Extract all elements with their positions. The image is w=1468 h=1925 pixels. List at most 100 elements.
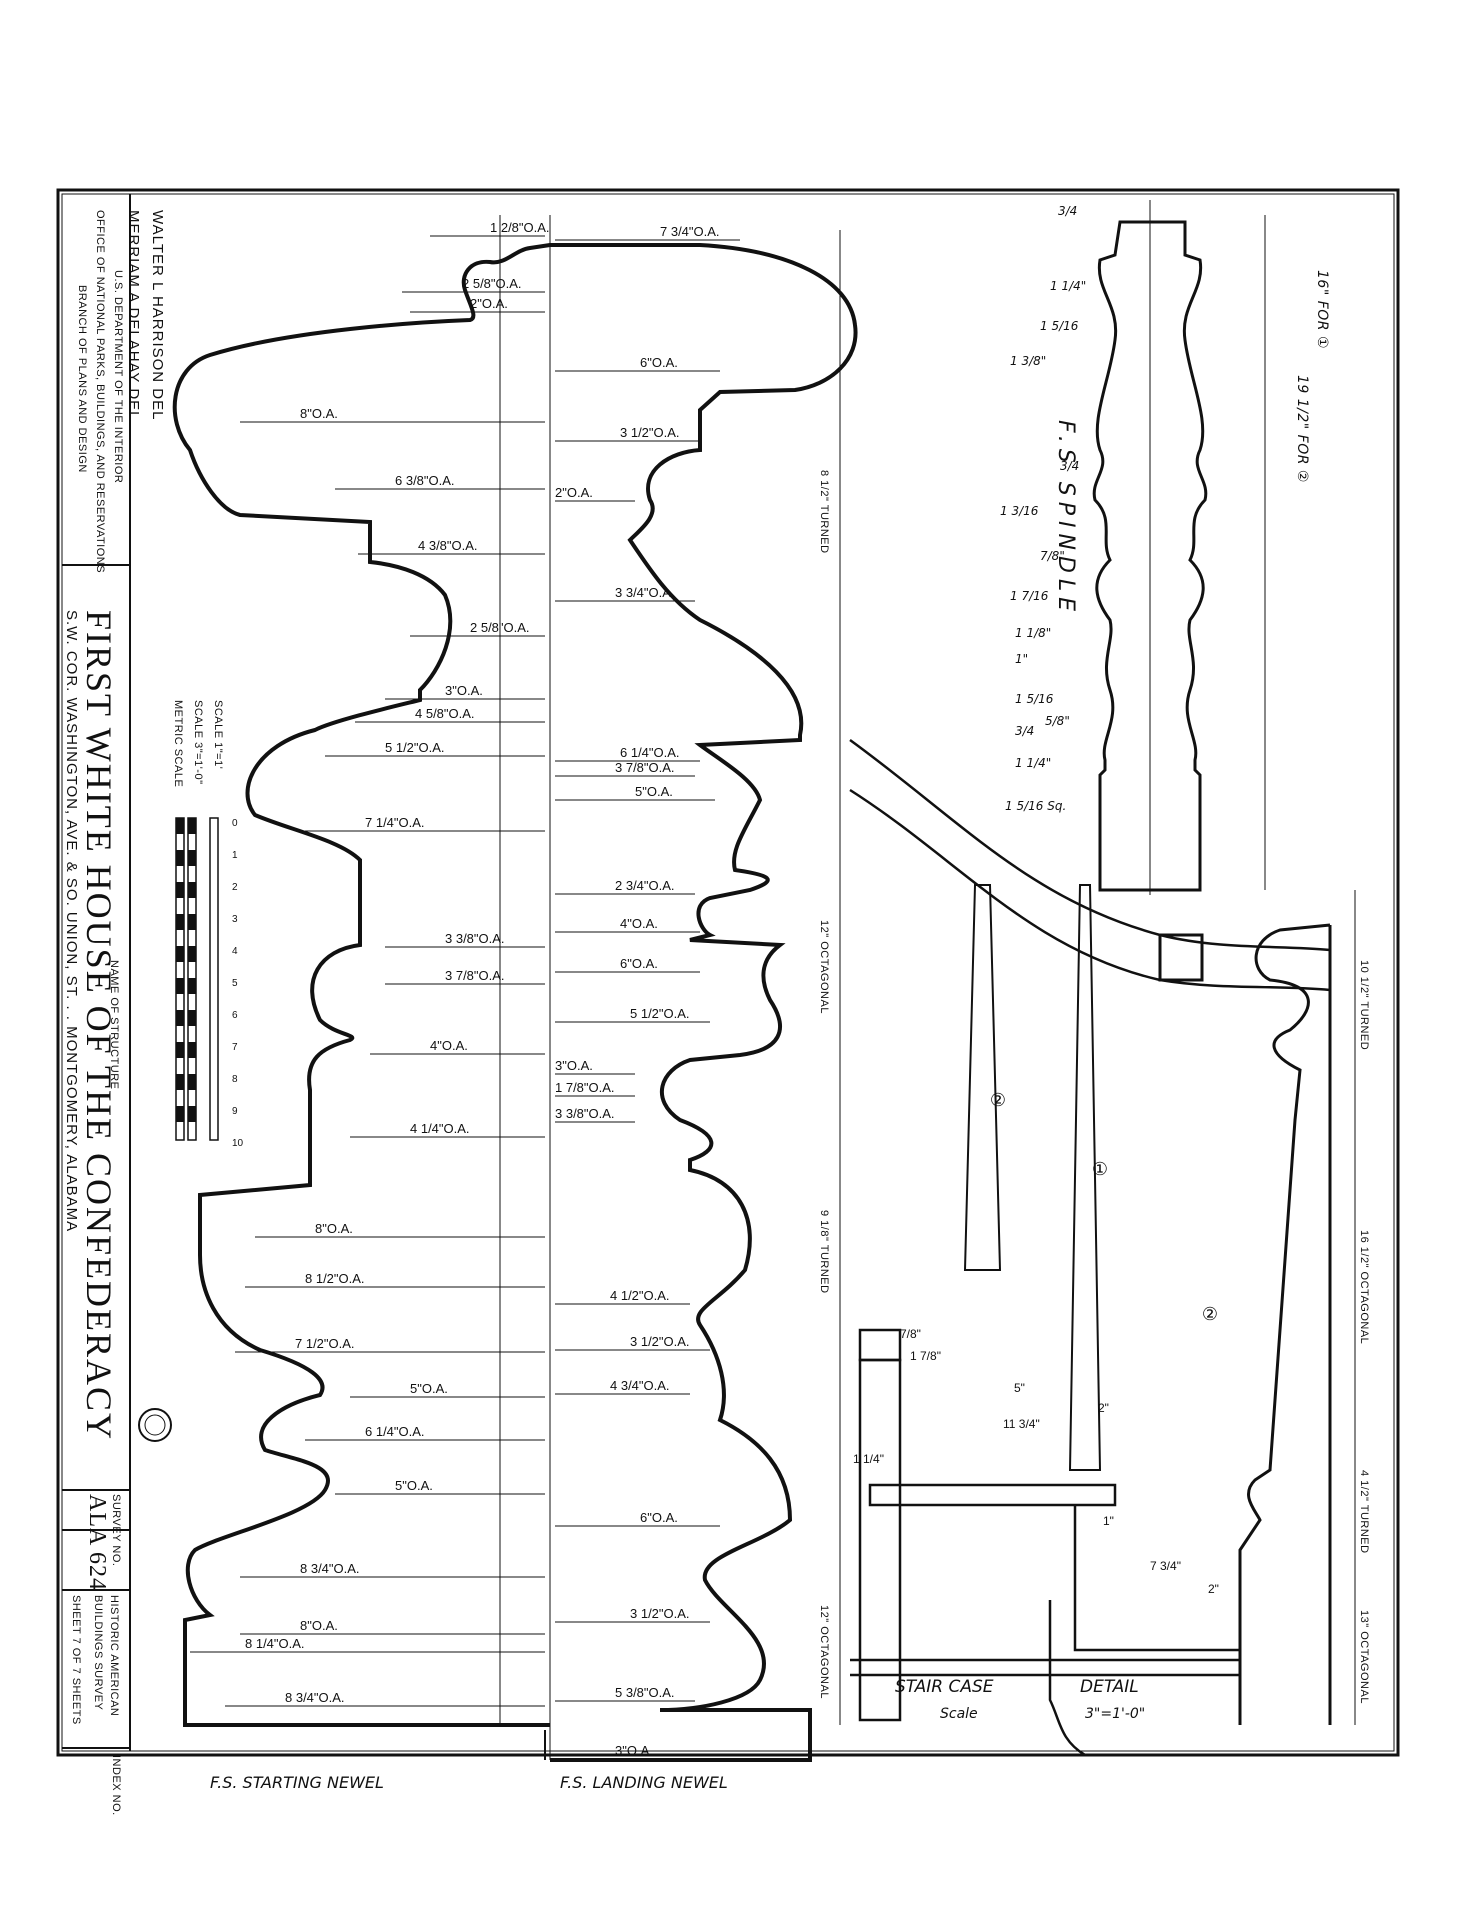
scale-check xyxy=(188,978,196,994)
landing-newel-dim-3: 2"O.A. xyxy=(555,485,593,500)
starting-newel-dim-16: 8 1/2"O.A. xyxy=(305,1271,365,1286)
starting-newel-dim-23: 8 1/4"O.A. xyxy=(245,1636,305,1651)
starting-newel-dim-15: 8"O.A. xyxy=(315,1221,353,1236)
spindle-profile xyxy=(1092,220,1208,892)
scale-check xyxy=(188,1074,196,1090)
landing-newel-dim-4: 3 3/4"O.A. xyxy=(615,585,675,600)
scale-3: METRIC SCALE xyxy=(172,700,184,788)
note-turned-4: 4 1/2" TURNED xyxy=(1358,1470,1370,1554)
landing-newel-dim-17: 4 3/4"O.A. xyxy=(610,1378,670,1393)
agency-line-3: BRANCH OF PLANS AND DESIGN xyxy=(76,285,88,473)
starting-newel-dim-7: 3"O.A. xyxy=(445,683,483,698)
landing-newel-dim-14: 3 3/8"O.A. xyxy=(555,1106,615,1121)
scale-check xyxy=(188,882,196,898)
starting-newel-dim-18: 5"O.A. xyxy=(410,1381,448,1396)
starting-newel-dim-12: 3 7/8"O.A. xyxy=(445,968,505,983)
spindle-dim-7: 1 7/16 xyxy=(1010,589,1049,603)
detail-marker-0: ① xyxy=(1092,1159,1108,1179)
note-octagonal-12a: 12" OCTAGONAL xyxy=(818,920,830,1014)
handrail xyxy=(849,738,1331,992)
balusters xyxy=(963,884,1102,1471)
landing-newel-caption: F.S. LANDING NEWEL xyxy=(560,1773,728,1792)
stair-dim-3: 1" xyxy=(1103,1514,1114,1528)
stair-dim-8: 1 7/8" xyxy=(910,1349,941,1363)
spindle-note-1: 16" FOR ① xyxy=(1314,270,1330,350)
starting-newel-dim-13: 4"O.A. xyxy=(430,1038,468,1053)
detail-marker-2: ② xyxy=(1202,1304,1218,1324)
scale-check xyxy=(176,1074,184,1090)
scale-number-5: 5 xyxy=(232,978,238,989)
scale-check xyxy=(188,1010,196,1026)
scale-check xyxy=(176,914,184,930)
scale-check xyxy=(188,1106,196,1122)
spindle-dim-3: 1 3/8" xyxy=(1010,354,1046,368)
starting-newel-dim-3: 8"O.A. xyxy=(300,406,338,421)
scale-check xyxy=(176,818,184,834)
scale-check xyxy=(188,818,196,834)
scale-number-4: 4 xyxy=(232,946,238,957)
landing-newel-dim-13: 1 7/8"O.A. xyxy=(555,1080,615,1095)
spindle-dim-0: 3/4 xyxy=(1058,204,1077,218)
landing-newel-profile xyxy=(550,243,858,1762)
habs-line-1: HISTORIC AMERICAN xyxy=(108,1595,120,1717)
starting-newel-dim-10: 7 1/4"O.A. xyxy=(365,815,425,830)
spindle-dim-11: 3/4 xyxy=(1015,724,1034,738)
note-octagonal-12b: 12" OCTAGONAL xyxy=(818,1605,830,1699)
structure-name: FIRST WHITE HOUSE OF THE CONFEDERACY xyxy=(79,610,119,1442)
landing-newel-dim-21: 3"O.A. xyxy=(615,1743,653,1758)
landing-newel-dim-18: 6"O.A. xyxy=(640,1510,678,1525)
agency-line-1: U.S. DEPARTMENT OF THE INTERIOR xyxy=(112,270,124,484)
landing-newel-dim-9: 4"O.A. xyxy=(620,916,658,931)
landing-newel-dim-16: 3 1/2"O.A. xyxy=(630,1334,690,1349)
scale-number-6: 6 xyxy=(232,1010,238,1021)
starting-newel-dim-1: 2 5/8"O.A. xyxy=(462,276,522,291)
scale-check xyxy=(188,850,196,866)
starting-newel-dim-22: 8"O.A. xyxy=(300,1618,338,1633)
scale-value: 3"=1'-0" xyxy=(1085,1706,1145,1722)
landing-newel-dim-2: 3 1/2"O.A. xyxy=(620,425,680,440)
starting-newel-dim-21: 8 3/4"O.A. xyxy=(300,1561,360,1576)
starting-newel-dim-4: 6 3/8"O.A. xyxy=(395,473,455,488)
landing-newel-dim-19: 3 1/2"O.A. xyxy=(630,1606,690,1621)
starting-newel-dim-9: 5 1/2"O.A. xyxy=(385,740,445,755)
spindle-note-2: 19 1/2" FOR ② xyxy=(1294,375,1310,483)
guide-lines xyxy=(499,200,1356,1760)
starting-newel-dim-14: 4 1/4"O.A. xyxy=(410,1121,470,1136)
stair-dim-7: 7/8" xyxy=(900,1327,921,1341)
scale-2: SCALE 3"=1'-0" xyxy=(192,700,204,785)
scale-check xyxy=(188,914,196,930)
scale-number-10: 10 xyxy=(232,1138,244,1149)
landing-newel-dim-11: 5 1/2"O.A. xyxy=(630,1006,690,1021)
starting-newel-profile xyxy=(172,243,551,1727)
spindle-dim-10: 1 5/16 xyxy=(1015,692,1054,706)
scale-check xyxy=(176,1042,184,1058)
landing-newel-dim-0: 7 3/4"O.A. xyxy=(660,224,720,239)
landing-newel-dim-7: 5"O.A. xyxy=(635,784,673,799)
note-turned-lower: 9 1/8" TURNED xyxy=(818,1210,830,1294)
starting-newel-dim-19: 6 1/4"O.A. xyxy=(365,1424,425,1439)
starting-newel-dim-17: 7 1/2"O.A. xyxy=(295,1336,355,1351)
delineator-2: MERRIAM A DELAHAY DEL xyxy=(125,210,142,421)
spindle-caption: F.S SPINDLE xyxy=(1053,420,1078,618)
spindle-dim-13: 1 1/4" xyxy=(1015,756,1051,770)
stair-dim-2: 2" xyxy=(1098,1401,1109,1415)
stair-dim-5: 2" xyxy=(1208,1582,1219,1596)
scale-number-0: 0 xyxy=(232,818,238,829)
stair-landing xyxy=(850,1328,1240,1757)
detail-caption: DETAIL xyxy=(1080,1677,1139,1697)
starting-newel-dim-5: 4 3/8"O.A. xyxy=(418,538,478,553)
survey-stamp xyxy=(138,1408,172,1442)
scale-number-9: 9 xyxy=(232,1106,238,1117)
landing-newel-dim-8: 2 3/4"O.A. xyxy=(615,878,675,893)
scale-check xyxy=(176,978,184,994)
scale-number-8: 8 xyxy=(232,1074,238,1085)
spindle-dim-6: 7/8" xyxy=(1040,549,1065,563)
stair-dim-1: 11 3/4" xyxy=(1003,1417,1040,1431)
scale-number-7: 7 xyxy=(232,1042,238,1053)
starting-newel-dim-20: 5"O.A. xyxy=(395,1478,433,1493)
scale-check xyxy=(188,946,196,962)
spindle-dim-1: 1 1/4" xyxy=(1050,279,1086,293)
habs-line-2: BUILDINGS SURVEY xyxy=(92,1595,104,1711)
note-turned-10: 10 1/2" TURNED xyxy=(1358,960,1370,1051)
